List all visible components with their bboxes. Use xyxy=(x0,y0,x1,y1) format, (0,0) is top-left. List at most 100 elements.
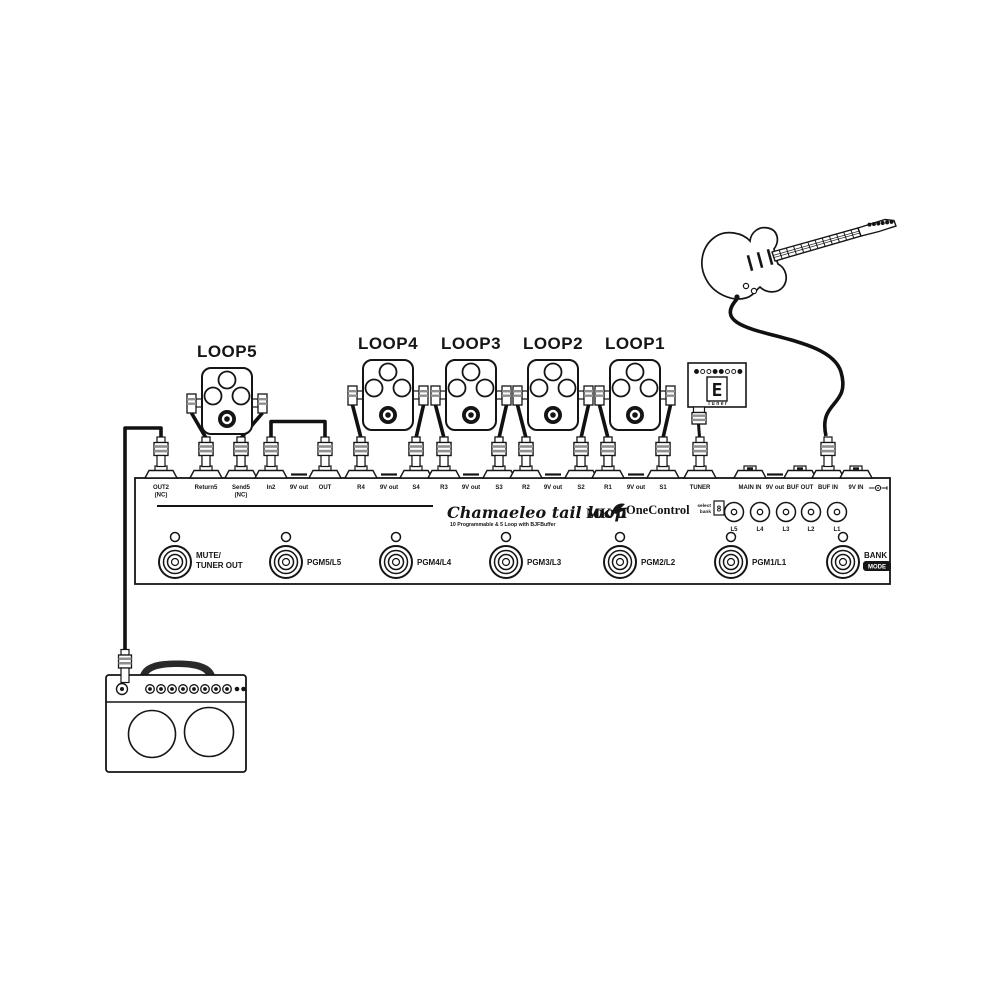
bank-label: bank xyxy=(700,509,712,515)
dc-out-label: L5 xyxy=(730,527,738,533)
pedal-cable-right xyxy=(579,404,591,439)
fret-line xyxy=(785,247,790,257)
bank-display-box xyxy=(713,500,725,516)
jack-label: 9V out xyxy=(544,485,562,491)
logo-text: OneControl xyxy=(626,503,690,517)
tuner-peg xyxy=(889,219,894,224)
jack-9v-out-10: 9V out xyxy=(462,473,480,491)
footswitch-pgm5-l5: PGM5/L5 xyxy=(269,531,342,579)
footswitch-pgm1-l1: PGM1/L1 xyxy=(714,531,787,579)
pedal-knob xyxy=(461,362,481,382)
tuner-led xyxy=(706,369,712,374)
jack-socket xyxy=(143,465,179,479)
jack-label: 9V out xyxy=(627,485,645,491)
pedal-knob xyxy=(639,378,659,398)
led-indicator xyxy=(280,531,292,543)
jack-label: S1 xyxy=(659,485,667,491)
jack-9v-out-16: 9V out xyxy=(627,473,645,491)
jack-main-in-19: MAIN IN xyxy=(732,465,768,491)
tuner-led xyxy=(712,369,718,374)
guitar-output-jack xyxy=(734,294,740,300)
pedal-cable-right xyxy=(661,404,673,439)
cable-plug xyxy=(436,436,452,468)
pedal-knob xyxy=(543,362,563,382)
jack-label: Send5 xyxy=(232,485,251,491)
jack-socket xyxy=(426,465,462,479)
footswitch-button xyxy=(383,549,409,575)
jack-label: R4 xyxy=(357,485,365,491)
guitar-pickups xyxy=(746,248,774,272)
footswitch-button xyxy=(281,557,291,567)
cable-plug xyxy=(655,436,671,468)
footswitch-label: BANK xyxy=(864,551,887,560)
guitar-body xyxy=(701,226,788,300)
pedal-cable-left xyxy=(350,404,363,439)
fret-line xyxy=(778,249,783,260)
pedal-knob xyxy=(217,370,237,390)
pedal-knob xyxy=(475,378,495,398)
jack-label: MAIN IN xyxy=(739,485,762,491)
cable-plug xyxy=(600,436,616,468)
footswitch-button xyxy=(166,553,184,571)
jack-label: OUT xyxy=(319,485,332,491)
jack-label: S2 xyxy=(577,485,585,491)
tuner-label: Tuner xyxy=(707,401,728,407)
jack-label: S3 xyxy=(495,485,503,491)
tuner-peg xyxy=(880,220,885,225)
amp-knobs xyxy=(145,684,246,694)
jack-label: R3 xyxy=(440,485,448,491)
footswitch-button xyxy=(391,557,401,567)
jack-socket xyxy=(838,465,874,479)
dc-out-l5: L5 xyxy=(723,501,745,533)
jack-label: 9V IN xyxy=(848,485,863,491)
jack-socket xyxy=(645,465,681,479)
jack-dc-polarity-24 xyxy=(869,484,888,492)
jack-socket xyxy=(188,465,224,479)
tuner-led xyxy=(731,369,737,374)
jack-socket xyxy=(307,465,343,479)
tuner-led xyxy=(737,369,743,374)
dc-out-label: L4 xyxy=(756,527,764,533)
pedal-body xyxy=(362,359,414,431)
footswitch-button xyxy=(726,557,736,567)
tuner-peg xyxy=(885,220,890,225)
cable-plug xyxy=(353,436,369,468)
footswitch-button xyxy=(501,557,511,567)
footswitch-label: PGM2/L2 xyxy=(641,558,676,567)
loop-pedal-loop3: LOOP3 xyxy=(430,334,512,468)
jack-sublabel: (NC) xyxy=(235,493,248,499)
dc-out-socket xyxy=(826,501,848,523)
pedal-knob xyxy=(625,362,645,382)
jack-label: BUF OUT xyxy=(787,485,814,491)
cable-plug xyxy=(198,436,214,468)
loop-label: LOOP1 xyxy=(605,334,665,353)
jack-label: TUNER xyxy=(690,485,711,491)
jack-in2-3: In2 xyxy=(253,436,289,491)
dc-out-label: L2 xyxy=(807,527,815,533)
jack-socket xyxy=(343,465,379,479)
pedal-knob xyxy=(364,378,384,398)
tuner-peg xyxy=(867,222,872,227)
cable-plug xyxy=(573,436,589,468)
pedal-cable-left xyxy=(597,404,610,439)
tuner-peg xyxy=(876,221,881,226)
jack-socket xyxy=(223,465,259,479)
pedal-cable-right xyxy=(414,404,426,439)
dc-out-l4: L4 xyxy=(749,501,771,533)
select-label: select xyxy=(697,503,711,509)
pedal-cable-right xyxy=(497,404,509,439)
footswitch-label: PGM5/L5 xyxy=(307,558,342,567)
jack-label: R1 xyxy=(604,485,612,491)
led-indicator xyxy=(390,531,402,543)
footswitch-button xyxy=(277,553,295,571)
onecontrol-logo: OneControl xyxy=(612,503,690,517)
led-indicator xyxy=(725,531,737,543)
led-indicator xyxy=(500,531,512,543)
jack-label: 9V out xyxy=(290,485,308,491)
tuner-led xyxy=(725,369,730,374)
footswitch-button xyxy=(834,553,852,571)
jack-socket xyxy=(782,465,818,479)
jack-9v-out-7: 9V out xyxy=(380,473,398,491)
